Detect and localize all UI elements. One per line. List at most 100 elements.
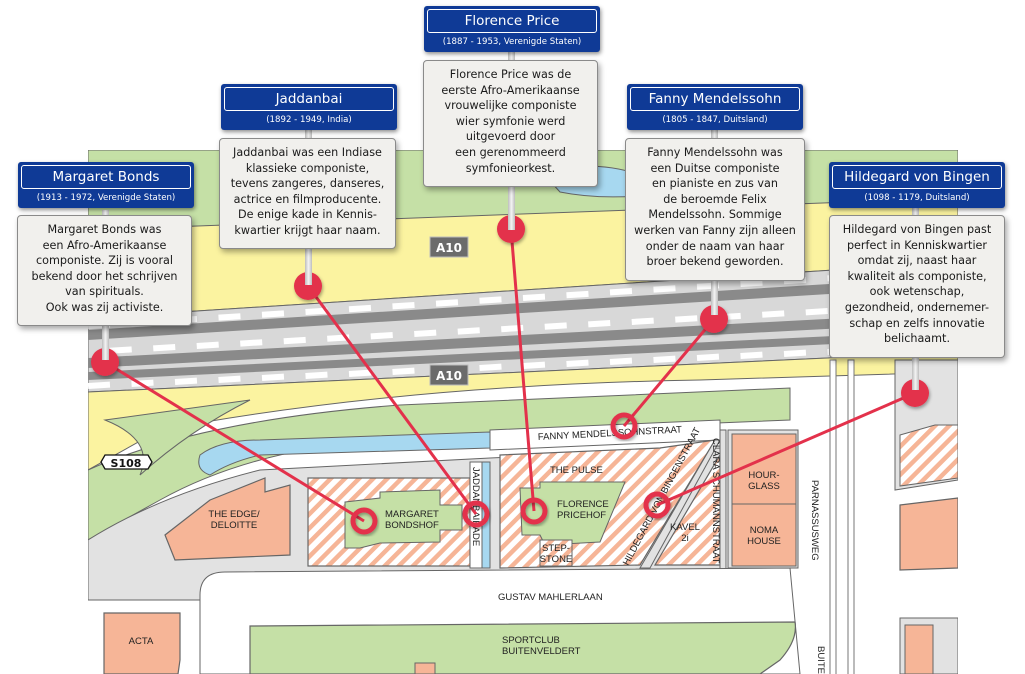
marker-dot-jaddanbai[interactable] [294, 272, 322, 300]
note-line: Mendelssohn. Sommige [648, 208, 782, 222]
connector-line-margaret-bonds [104, 360, 365, 523]
location-ring-margaret-bonds[interactable] [350, 507, 378, 535]
highway-badge-a10-top: A10 [429, 236, 469, 258]
street-jaddanbaikade: JADDANBAIKADE [470, 467, 481, 546]
lane-dash [240, 339, 263, 347]
canal [198, 431, 491, 476]
note-line: kwartier krijgt haar naam. [234, 223, 381, 237]
building-noma-house [731, 503, 797, 567]
label-kavel-2i-2: 2i [681, 533, 688, 544]
composer-name: Fanny Mendelssohn [630, 87, 800, 111]
note-line: schap en zelfs innovatie [849, 316, 985, 330]
lane-dash [261, 310, 285, 318]
note-line: perfect in Kenniskwartier [846, 238, 988, 252]
note-line: actrice en filmproducente. [233, 192, 382, 206]
lane-dash [609, 288, 633, 296]
sportclub-buitenveldert [249, 621, 797, 674]
lane-dash [805, 308, 828, 316]
lane-dash [348, 304, 372, 313]
note-line: onder de naam van haar [645, 239, 785, 253]
lane-dash [588, 320, 611, 328]
composer-name: Florence Price [427, 9, 597, 33]
marker-dot-fanny-mendelssohn[interactable] [700, 305, 728, 333]
sign-florence-price: Florence Price (1887 - 1953, Verenigde S… [424, 6, 600, 52]
location-ring-jaddanbai[interactable] [462, 500, 490, 528]
lane-dash [653, 285, 676, 293]
street-buitenveldertselaan: BUITE [815, 646, 826, 674]
composer-name: Jaddanbai [224, 87, 394, 111]
label-margaret-bondshof: MARGARET [385, 509, 439, 520]
lane-dash [522, 361, 546, 369]
lane-dash [392, 302, 415, 310]
composer-dates: (1913 - 1972, Verenigde Staten) [36, 193, 176, 203]
lane-dash [414, 329, 437, 337]
sign-jaddanbai: Jaddanbai (1892 - 1949, India) [221, 84, 397, 130]
connector-line-florence-price [509, 228, 536, 512]
note-line: Jaddanbai was een Indiase [233, 146, 382, 159]
note-line: componiste. Zij is vooral [35, 254, 174, 268]
note-line: Florence Price was de [449, 68, 572, 81]
lane-dash [218, 375, 241, 383]
location-ring-florence-price[interactable] [520, 497, 548, 525]
street-parnassusweg: PARNASSUSWEG [809, 480, 820, 561]
connector-line-jaddanbai [306, 285, 478, 515]
label-margaret-bondshof-2: BONDSHOF [385, 520, 439, 531]
label-stepstone: STEP- [542, 543, 570, 554]
lane-dash [305, 307, 328, 315]
svg-text:A10: A10 [436, 369, 462, 383]
lane-dash [153, 344, 176, 352]
lane-dash [88, 381, 111, 389]
label-sportclub-2: BUITENVELDERT [502, 646, 581, 657]
note-line: broer bekend geworden. [646, 255, 784, 269]
marker-dot-margaret-bonds[interactable] [91, 348, 119, 376]
lane-dash [479, 363, 502, 371]
note-line: symfonieorkest. [465, 161, 556, 175]
lane-dash [522, 293, 546, 301]
label-florence-pricehof-2: PRICEHOF [557, 510, 606, 521]
note-line: belichaamt. [884, 332, 950, 346]
note-line: de beroemde Felix [663, 192, 767, 206]
composer-dates: (1892 - 1949, India) [266, 115, 352, 125]
note-line: wier symfonie werd [455, 114, 566, 128]
label-noma-house-2: HOUSE [747, 536, 781, 547]
lane-dash [696, 353, 720, 361]
note-line: Margaret Bonds was [47, 223, 162, 236]
composer-dates: (1805 - 1847, Duitsland) [662, 115, 768, 125]
note-margaret-bonds: Margaret Bonds was een Afro-Amerikaanse … [17, 215, 192, 326]
note-line: een Duitse componiste [650, 161, 780, 175]
label-deloitte: DELOITTE [211, 520, 257, 531]
note-line: Fanny Mendelssohn was [647, 146, 783, 159]
courtyard-pricehof [519, 481, 626, 546]
route-badge-s108: S108 [100, 454, 153, 470]
connector-line-fanny-mendelssohn [622, 318, 716, 427]
building-the-edge [164, 477, 291, 561]
label-hourglass-2: GLASS [748, 481, 780, 492]
note-line: gezondheid, ondernemer- [844, 300, 990, 314]
note-line: eerste Afro-Amerikaanse [441, 83, 580, 97]
location-ring-fanny-mendelssohn[interactable] [610, 412, 638, 440]
lane-dash [762, 310, 785, 318]
lane-dash [305, 371, 328, 379]
lane-dash [174, 377, 198, 385]
label-the-pulse: THE PULSE [550, 465, 603, 476]
note-line: van spirituals. [65, 285, 144, 299]
lane-dash [261, 373, 285, 381]
label-stepstone-2: STONE [540, 554, 573, 565]
street-gustav-mahlerlaan: GUSTAV MAHLERLAAN [498, 592, 603, 603]
note-line: klassieke componiste, [245, 161, 370, 175]
courtyard-bondshof [344, 489, 463, 549]
note-florence-price: Florence Price was de eerste Afro-Amerik… [423, 60, 598, 187]
lane-dash [435, 299, 459, 307]
label-noma-house: NOMA [750, 525, 779, 536]
lane-dash [479, 296, 502, 304]
note-line: en pianiste en zus van [652, 177, 778, 191]
location-ring-hildegard-von-bingen[interactable] [643, 491, 671, 519]
marker-dot-hildegard-von-bingen[interactable] [901, 379, 929, 407]
lane-dash [218, 313, 241, 321]
lane-dash [653, 355, 676, 363]
composer-name: Hildegard von Bingen [832, 165, 1002, 189]
sign-margaret-bonds: Margaret Bonds (1913 - 1972, Verenigde S… [18, 162, 194, 208]
note-line: ook wetenschap, [869, 285, 965, 299]
note-line: omdat zij, naast haar [857, 254, 977, 268]
